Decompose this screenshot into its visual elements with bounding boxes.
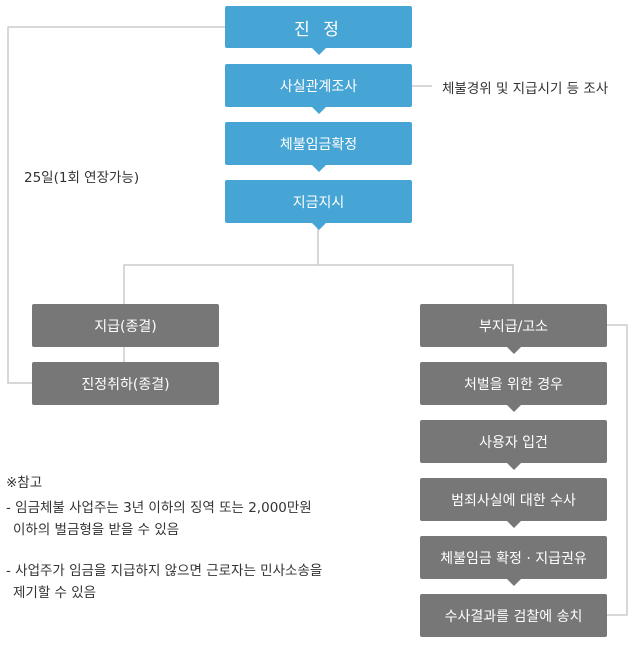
left-branch-withdraw-label: 진정취하(종결) [81, 376, 170, 393]
right-step-booking: 사용자 입건 [420, 420, 607, 470]
arrow-down-icon [506, 579, 521, 586]
right-step-punishment: 처벌을 위한 경우 [420, 362, 607, 412]
notes-heading: ※참고 [6, 475, 43, 491]
arrow-down-icon [311, 107, 326, 114]
right-step-label: 사용자 입건 [479, 434, 548, 451]
flow-step-petition-label: 진 정 [294, 19, 343, 40]
flow-step-investigation-label: 사실관계조사 [279, 78, 358, 95]
right-step-wage-confirm-recommend: 체불임금 확정 · 지급권유 [420, 536, 607, 586]
left-branch-pay: 지급(종결) [32, 304, 219, 347]
right-step-label: 처벌을 위한 경우 [463, 376, 564, 393]
right-step-crime-investigation: 범죄사실에 대한 수사 [420, 478, 607, 528]
right-step-nonpayment: 부지급/고소 [420, 304, 607, 354]
notes-item1-line1: - 임금체불 사업주는 3년 이하의 징역 또는 2,000만원 [6, 500, 312, 516]
arrow-down-icon [311, 223, 326, 230]
flow-step-wage-confirm-label: 체불임금확정 [279, 136, 358, 153]
arrow-down-icon [506, 405, 521, 412]
notes-item2-line1: - 사업주가 임금을 지급하지 않으면 근로자는 민사소송을 [6, 563, 323, 579]
deadline-note: 25일(1회 연장가능) [24, 170, 140, 186]
branch-line-right [318, 264, 514, 304]
arrow-down-icon [506, 347, 521, 354]
branch-line [123, 223, 319, 304]
flow-step-petition: 진 정 [225, 6, 412, 55]
flow-step-wage-confirm: 체불임금확정 [225, 122, 412, 172]
flow-step-order-label: 지금지시 [292, 194, 345, 211]
right-step-label: 수사결과를 검찰에 송치 [444, 608, 583, 625]
arrow-down-icon [506, 463, 521, 470]
left-branch-withdraw: 진정취하(종결) [32, 362, 219, 405]
left-branch-pay-label: 지급(종결) [94, 318, 157, 335]
notes-item2-line2: 제기할 수 있음 [13, 585, 97, 601]
flow-step-order: 지금지시 [225, 180, 412, 230]
right-loop-line [606, 324, 628, 616]
deadline-loop-line [7, 26, 225, 384]
right-step-send-to-prosecution: 수사결과를 검찰에 송치 [420, 594, 607, 637]
right-step-label: 체불임금 확정 · 지급권유 [440, 550, 587, 567]
arrow-down-icon [311, 165, 326, 172]
flow-step-investigation: 사실관계조사 [225, 64, 412, 114]
notes-item1-line2: 이하의 벌금형을 받을 수 있음 [13, 522, 180, 538]
right-step-label: 범죄사실에 대한 수사 [451, 492, 576, 509]
arrow-down-icon [311, 48, 326, 55]
arrow-down-icon [506, 521, 521, 528]
investigation-note: 체불경위 및 지급시기 등 조사 [442, 81, 609, 97]
right-step-label: 부지급/고소 [478, 318, 549, 335]
